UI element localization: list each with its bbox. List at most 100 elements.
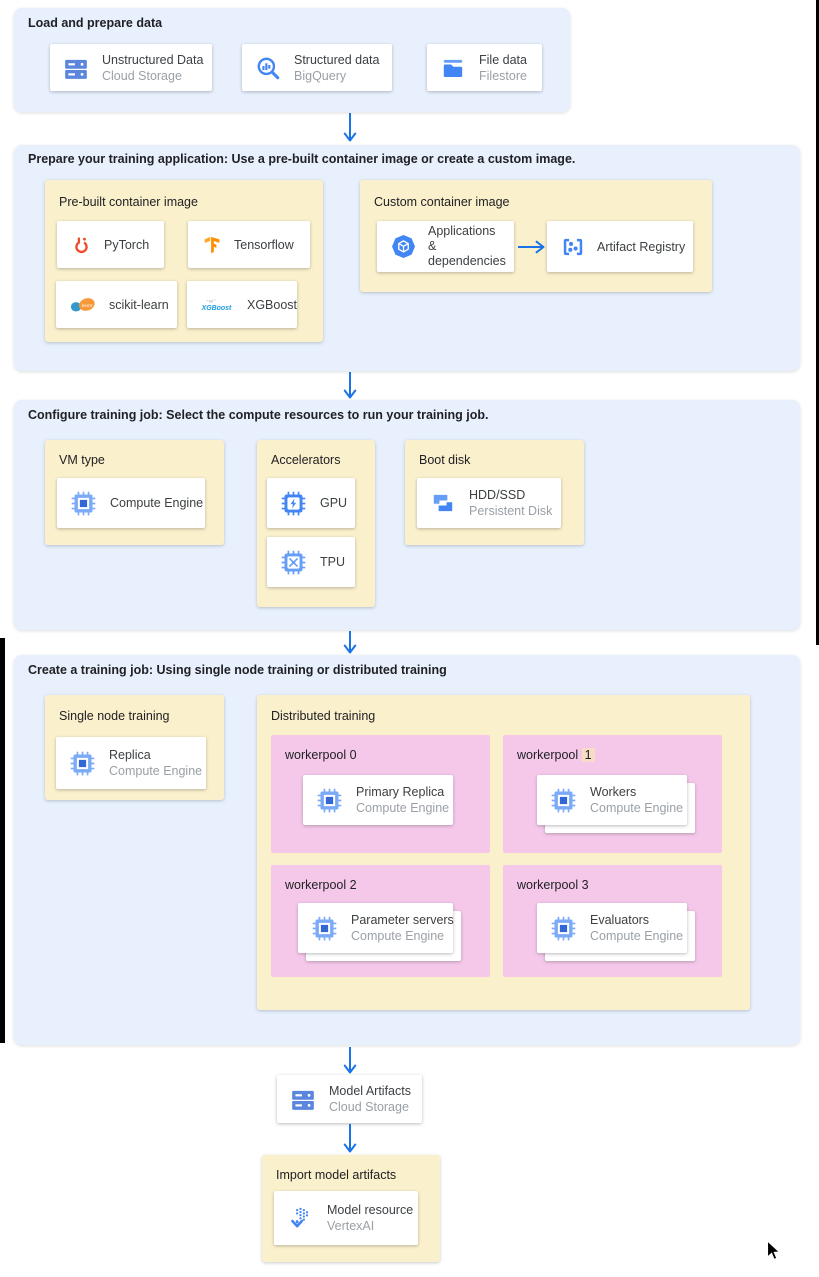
- cloud-storage-icon: [63, 55, 89, 81]
- svg-text:learn: learn: [82, 303, 93, 309]
- compute-engine-icon: [70, 490, 97, 517]
- card-title: Workers: [590, 785, 637, 799]
- down-arrow-icon: [343, 1047, 357, 1074]
- card-title: Model resource: [327, 1203, 414, 1217]
- single-node-panel-title: Single node training: [59, 709, 170, 723]
- card-title: scikit-learn: [109, 297, 169, 312]
- workerpool-1-title: workerpool 1: [517, 748, 595, 762]
- gpu-card: GPU: [267, 478, 355, 528]
- card-title: Model Artifacts: [329, 1084, 411, 1098]
- xgboost-card: “ml” XGBoost XGBoost: [187, 281, 297, 328]
- down-arrow-icon: [343, 372, 357, 399]
- custom-panel-title: Custom container image: [374, 195, 510, 209]
- card-title: Parameter servers: [351, 913, 454, 927]
- pool-label: workerpool: [517, 748, 579, 762]
- create-section-title: Create a training job: Using single node…: [28, 663, 447, 677]
- cloud-storage-icon: [290, 1086, 316, 1112]
- vertex-ai-icon: [287, 1205, 314, 1232]
- persistent-disk-icon: [430, 490, 456, 516]
- card-title: Primary Replica: [356, 785, 445, 799]
- pytorch-icon: [70, 233, 93, 256]
- card-subtitle: Compute Engine: [356, 801, 450, 815]
- card-subtitle: Cloud Storage: [102, 68, 182, 83]
- accelerators-panel-title: Accelerators: [271, 453, 341, 467]
- down-arrow-icon: [343, 113, 357, 142]
- card-title: Compute Engine: [110, 496, 204, 510]
- bigquery-icon: [255, 55, 281, 81]
- boot-disk-panel-title: Boot disk: [419, 453, 471, 467]
- configure-section-title: Configure training job: Select the compu…: [28, 408, 489, 422]
- card-subtitle: VertexAI: [327, 1219, 375, 1233]
- card-title: Replica: [109, 748, 151, 762]
- workerpool-3-title: workerpool 3: [517, 878, 589, 892]
- card-title: XGBoost: [247, 297, 298, 312]
- artifact-registry-card: Artifact Registry: [547, 221, 693, 272]
- tpu-card: TPU: [267, 537, 355, 587]
- vm-type-panel-title: VM type: [59, 453, 105, 467]
- applications-dependencies-card: Applications & dependencies: [377, 221, 514, 272]
- hdd-ssd-card: HDD/SSD Persistent Disk: [417, 478, 561, 528]
- scikit-learn-card: learn scikit-learn: [56, 281, 177, 328]
- down-arrow-icon: [343, 631, 357, 654]
- pytorch-card: PyTorch: [57, 221, 164, 268]
- pool-number: 0: [349, 748, 357, 762]
- gpu-icon: [280, 490, 307, 517]
- tensorflow-icon: [201, 234, 223, 256]
- card-title: File data: [479, 52, 527, 67]
- mouse-cursor-icon: [766, 1240, 781, 1261]
- card-title: Evaluators: [590, 913, 650, 927]
- load-section-title: Load and prepare data: [28, 16, 163, 30]
- card-subtitle: Persistent Disk: [469, 504, 553, 518]
- prebuilt-panel-title: Pre-built container image: [59, 195, 198, 209]
- right-edge-artifact: [816, 0, 819, 645]
- pool-label: workerpool: [285, 878, 347, 892]
- card-title: TPU: [320, 555, 345, 569]
- card-subtitle: Compute Engine: [351, 929, 445, 943]
- import-panel-title: Import model artifacts: [276, 1168, 397, 1182]
- compute-engine-icon: [69, 750, 96, 777]
- card-title: Artifact Registry: [597, 239, 686, 254]
- compute-engine-card: Compute Engine: [57, 478, 205, 528]
- svg-text:“ml”: “ml”: [206, 298, 216, 303]
- card-subtitle: Cloud Storage: [329, 1100, 409, 1114]
- pool-label: workerpool: [517, 878, 579, 892]
- card-title: Tensorflow: [234, 237, 294, 252]
- pool-number: 2: [349, 878, 357, 892]
- card-title: Structured data: [294, 52, 380, 67]
- filestore-icon: [440, 55, 466, 81]
- pool-label: workerpool: [285, 748, 347, 762]
- card-subtitle: Compute Engine: [590, 801, 684, 815]
- card-title: PyTorch: [104, 237, 150, 252]
- card-title: GPU: [320, 496, 348, 510]
- card-subtitle: BigQuery: [294, 68, 347, 83]
- pool-number: 3: [581, 878, 589, 892]
- workerpool-2-title: workerpool 2: [285, 878, 357, 892]
- tensorflow-card: Tensorflow: [188, 221, 310, 268]
- card-title: HDD/SSD: [469, 488, 526, 502]
- applications-icon: [390, 233, 417, 260]
- down-arrow-icon: [343, 1124, 357, 1153]
- card-subtitle: Compute Engine: [590, 929, 684, 943]
- card-subtitle: Filestore: [479, 68, 527, 83]
- svg-text:XGBoost: XGBoost: [201, 305, 232, 312]
- distributed-panel-title: Distributed training: [271, 709, 376, 723]
- card-title: Applications & dependencies: [428, 224, 506, 268]
- artifact-registry-icon: [560, 234, 586, 260]
- card-title: Unstructured Data: [102, 52, 204, 67]
- pool-number-highlighted: 1: [581, 748, 595, 762]
- left-edge-artifact: [0, 638, 5, 1043]
- tpu-icon: [280, 549, 307, 576]
- prepare-section-title: Prepare your training application: Use a…: [28, 152, 576, 166]
- scikit-learn-icon: learn: [69, 294, 99, 315]
